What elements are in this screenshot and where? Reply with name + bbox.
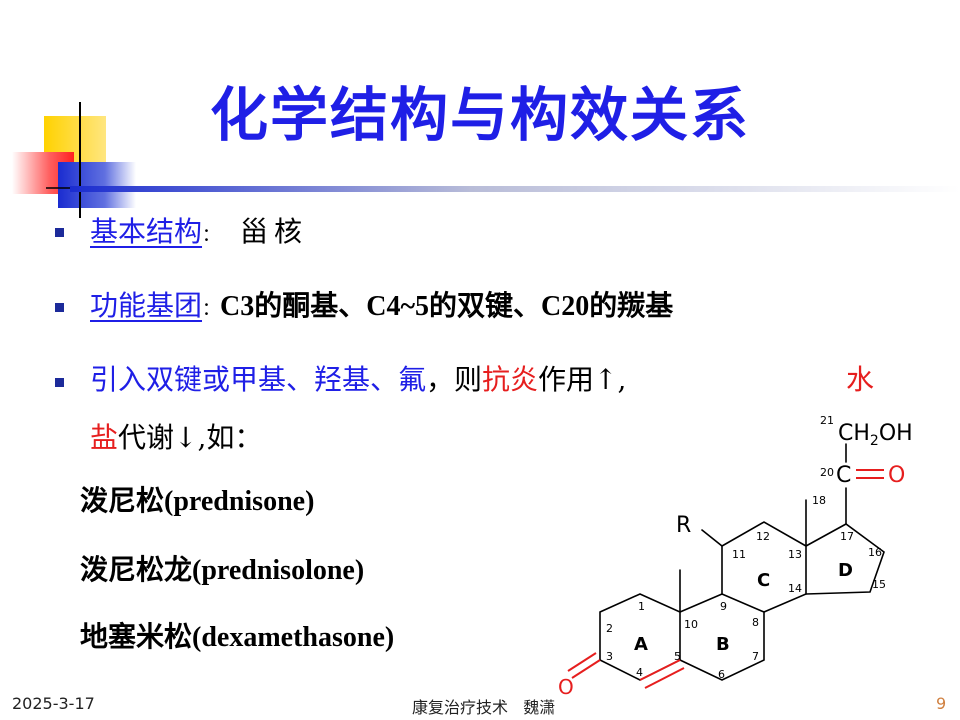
bullet-marker [55, 228, 64, 237]
bullet-marker [55, 303, 64, 312]
basic-structure-label: 基本结构 [90, 215, 203, 248]
colon: ： [202, 225, 221, 246]
carbon-number: 13 [788, 548, 802, 561]
carbon-number: 18 [812, 494, 826, 507]
basic-structure-text: 甾核 [240, 215, 309, 248]
carbon-number: 9 [720, 600, 727, 613]
example-prednisolone: 泼尼松龙(prednisolone) [80, 555, 365, 586]
page-number: 9 [936, 694, 947, 713]
side-chain-ch2oh: CH2OH [838, 421, 913, 449]
colon: ： [202, 299, 221, 320]
carbon-number: 3 [606, 650, 613, 663]
footer-date: 2025-3-17 [12, 694, 95, 713]
decorative-corner-squares [12, 102, 136, 218]
functional-groups-label: 功能基团 [90, 289, 203, 322]
ring-letter-a: A [634, 634, 648, 655]
bullet-basic-structure: 基本结构： 甾核 [90, 214, 308, 254]
carbon-number: 6 [718, 668, 725, 681]
carbonyl-oxygen: O [888, 463, 905, 488]
carbon-number: 5 [674, 650, 681, 663]
bullet-modifications: 引入双键或甲基、羟基、氟，则抗炎作用↑, [90, 362, 626, 398]
water-text: 水 [846, 363, 875, 396]
carbon-number: 11 [732, 548, 746, 561]
functional-groups-text: C3的酮基、C4~5的双键、C20的羰基 [220, 291, 674, 322]
slide-title: 化学结构与构效关系 [209, 81, 750, 149]
carbon-number: 15 [872, 578, 886, 591]
anti-inflammatory-text: 抗炎 [482, 363, 539, 396]
ring-letter-b: B [716, 634, 730, 655]
bullet-modifications-cont: 盐代谢↓,如： [90, 420, 262, 456]
carbon-number: 4 [636, 666, 643, 679]
example-prednisone: 泼尼松(prednisone) [80, 486, 315, 517]
bullet-marker [55, 378, 64, 387]
carbon-number: 7 [752, 650, 759, 663]
example-dexamethasone: 地塞米松(dexamethasone) [80, 622, 395, 653]
modifications-then: ，则 [426, 363, 483, 396]
substituent-r: R [676, 513, 691, 538]
carbon-number: 2 [606, 622, 613, 635]
carbon-number: 21 [820, 414, 834, 427]
ring-letter-d: D [838, 560, 853, 581]
bullet-functional-groups: 功能基团：C3的酮基、C4~5的双键、C20的羰基 [90, 288, 673, 328]
ring-letter-c: C [757, 570, 770, 591]
footer-author: 康复治疗技术 魏潇 [412, 698, 556, 717]
carbon-number: 20 [820, 466, 834, 479]
salt-text: 盐 [90, 421, 119, 454]
metabolism-decrease: 代谢↓,如： [118, 421, 263, 454]
svg-text:C: C [836, 463, 851, 488]
carbon-number: 1 [638, 600, 645, 613]
carbon-number: 8 [752, 616, 759, 629]
title-divider [70, 186, 960, 192]
effect-increase: 作用↑, [538, 363, 627, 396]
carbon-number: 17 [840, 530, 854, 543]
carbon-number: 10 [684, 618, 698, 631]
carbon-number: 14 [788, 582, 802, 595]
carbon-number: 16 [868, 546, 882, 559]
steroid-structure-diagram: O O R CH2OH C A B C D 1 2 3 4 5 6 7 8 9 … [558, 414, 913, 699]
carbon-number: 12 [756, 530, 770, 543]
ketone-oxygen: O [558, 675, 574, 699]
modifications-text: 引入双键或甲基、羟基、氟 [90, 363, 427, 396]
